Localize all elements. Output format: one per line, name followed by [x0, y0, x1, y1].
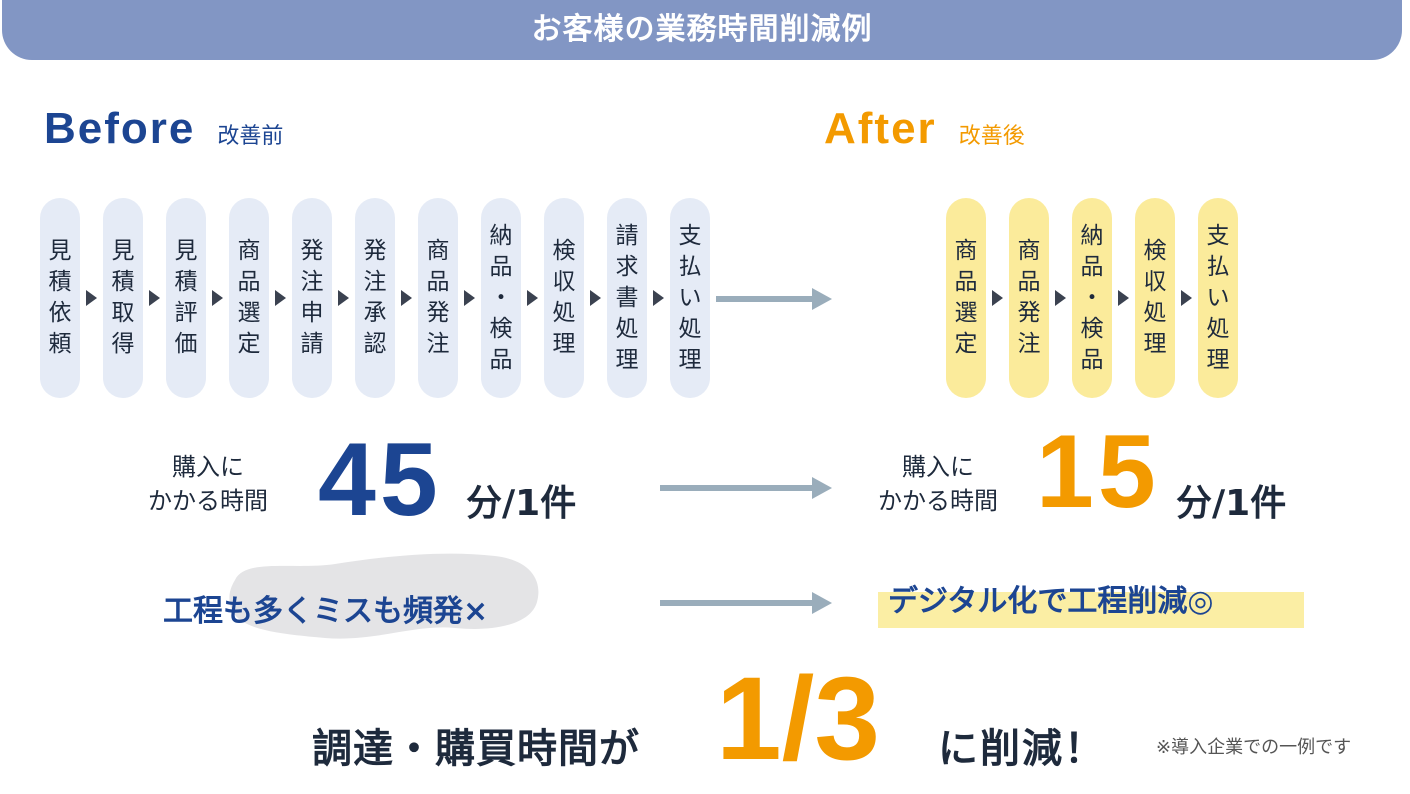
triangle-right-icon — [401, 290, 412, 306]
process-step: 商品選定 — [946, 198, 986, 398]
process-step: 支払い処理 — [1198, 198, 1238, 398]
process-step: 商品発注 — [1009, 198, 1049, 398]
summary-suffix: に削減！ — [938, 726, 1106, 772]
after-time-unit: 分/1件 — [1176, 483, 1287, 524]
footnote: ※導入企業での一例です — [1156, 737, 1352, 758]
after-result-text: デジタル化で工程削減◎ — [888, 584, 1214, 619]
after-heading: After 改善後 — [824, 104, 1025, 154]
process-step: 納品・検品 — [481, 198, 521, 398]
highlight-marker — [878, 592, 1304, 628]
after-title: After — [824, 104, 937, 153]
process-step: 見積取得 — [103, 198, 143, 398]
triangle-right-icon — [1118, 290, 1129, 306]
arrow-right-icon — [716, 288, 832, 310]
triangle-right-icon — [590, 290, 601, 306]
before-time-label: 購入に かかる時間 — [148, 453, 268, 515]
process-step: 検収処理 — [1135, 198, 1175, 398]
triangle-right-icon — [149, 290, 160, 306]
triangle-right-icon — [1181, 290, 1192, 306]
process-step: 見積依頼 — [40, 198, 80, 398]
triangle-right-icon — [653, 290, 664, 306]
process-step: 納品・検品 — [1072, 198, 1112, 398]
triangle-right-icon — [992, 290, 1003, 306]
triangle-right-icon — [1055, 290, 1066, 306]
process-step: 商品発注 — [418, 198, 458, 398]
before-result-text: 工程も多くミスも頻発× — [163, 594, 489, 629]
triangle-right-icon — [338, 290, 349, 306]
triangle-right-icon — [527, 290, 538, 306]
summary-prefix: 調達・購買時間が — [312, 726, 640, 772]
after-time-value: 15 — [1036, 414, 1160, 530]
process-step: 商品選定 — [229, 198, 269, 398]
before-subtitle: 改善前 — [217, 124, 284, 149]
process-step: 発注承認 — [355, 198, 395, 398]
process-step: 見積評価 — [166, 198, 206, 398]
process-step: 支払い処理 — [670, 198, 710, 398]
banner-title: お客様の業務時間削減例 — [2, 0, 1402, 60]
arrow-right-icon — [660, 477, 832, 499]
before-title: Before — [44, 104, 196, 153]
before-time-value: 45 — [318, 422, 442, 538]
arrow-right-icon — [660, 592, 832, 614]
before-time-unit: 分/1件 — [466, 483, 577, 524]
after-subtitle: 改善後 — [958, 124, 1025, 149]
process-step: 検収処理 — [544, 198, 584, 398]
summary-fraction: 1/3 — [716, 653, 881, 785]
after-process-steps: 商品選定商品発注納品・検品検収処理支払い処理 — [946, 198, 1238, 398]
before-process-steps: 見積依頼見積取得見積評価商品選定発注申請発注承認商品発注納品・検品検収処理請求書… — [40, 198, 710, 398]
before-heading: Before 改善前 — [44, 104, 283, 154]
after-time-label: 購入に かかる時間 — [878, 453, 998, 515]
triangle-right-icon — [275, 290, 286, 306]
smudge-blob-shape — [229, 553, 539, 639]
process-step: 請求書処理 — [607, 198, 647, 398]
triangle-right-icon — [86, 290, 97, 306]
triangle-right-icon — [212, 290, 223, 306]
process-step: 発注申請 — [292, 198, 332, 398]
triangle-right-icon — [464, 290, 475, 306]
